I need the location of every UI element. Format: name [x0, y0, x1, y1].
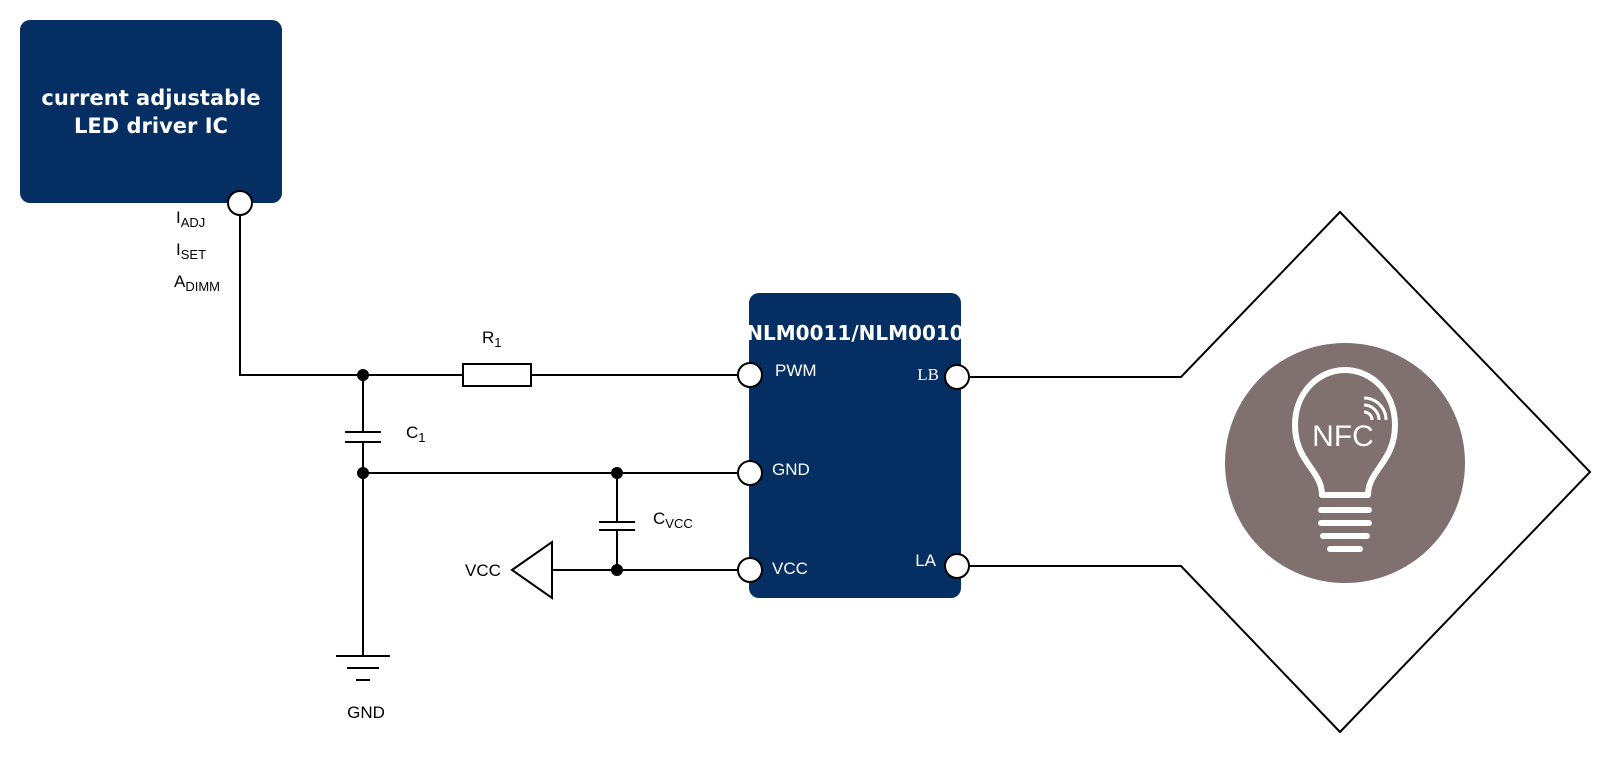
capacitor-c1	[345, 431, 381, 443]
pin-label-iset: ISET	[176, 240, 206, 262]
ground-icon	[336, 655, 390, 681]
capacitor-cvcc	[599, 521, 635, 531]
nfc-chip-title: NLM0011/NLM0010	[746, 321, 963, 345]
led-driver-ic-block	[20, 20, 282, 203]
driver-title-line2: LED driver IC	[74, 114, 228, 138]
pin-label-iadj: IADJ	[176, 208, 205, 230]
pin-label-vcc: VCC	[772, 559, 808, 578]
pwm-pin	[737, 362, 763, 388]
nfc-bulb-icon: NFC	[1225, 343, 1465, 583]
resistor-r1	[462, 363, 532, 387]
driver-title-line1: current adjustable	[41, 86, 260, 110]
gnd-pin	[737, 460, 763, 486]
pin-label-adimm: ADIMM	[174, 272, 220, 294]
junction-dots	[357, 369, 623, 576]
vcc-pin	[737, 557, 763, 583]
ground-label: GND	[347, 703, 385, 722]
nfc-chip-block	[749, 293, 961, 598]
driver-output-pin	[227, 190, 253, 216]
c1-label: C1	[406, 423, 426, 445]
pin-label-lb: LB	[917, 365, 939, 384]
cvcc-label: CVCC	[653, 509, 693, 531]
lb-pin	[944, 364, 970, 390]
pin-label-pwm: PWM	[775, 361, 817, 380]
pin-label-gnd: GND	[772, 460, 810, 479]
pin-label-la: LA	[915, 551, 936, 570]
vcc-source-icon	[510, 540, 553, 600]
r1-label: R1	[482, 328, 502, 350]
nfc-icon-text: NFC	[1312, 420, 1374, 453]
vcc-source-label: VCC	[465, 561, 501, 580]
la-pin	[944, 553, 970, 579]
